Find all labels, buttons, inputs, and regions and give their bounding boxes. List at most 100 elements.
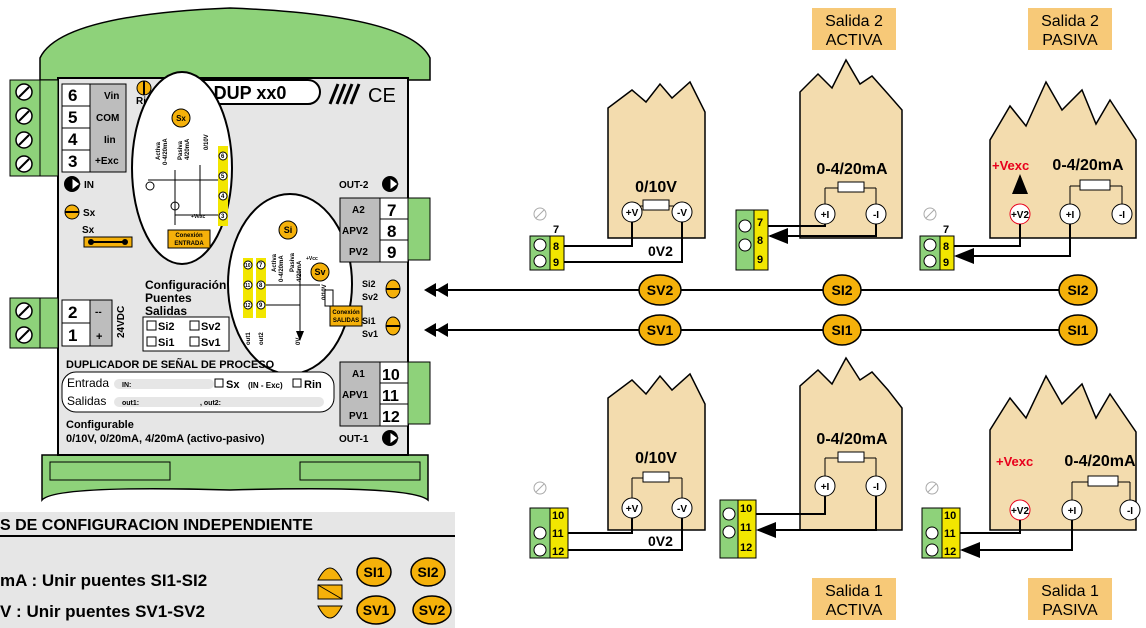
config-box-sv2: Sv2 [201,321,221,333]
entrada-label: Entrada [67,376,109,390]
field-terminal-block-bottom-2: 10 11 12 [719,499,757,559]
config-box-si2: Si2 [158,321,175,333]
input-vexc: +Vexc [191,214,206,220]
power-terminal-block [9,297,59,349]
field-terminal-block-top-3: 7 8 9 [919,207,955,271]
stripes-logo [328,83,361,105]
input-conn-line1: Conexión [175,233,203,239]
out2-terminal-7-num: 7 [387,201,396,220]
out1-terminal-block [407,361,431,425]
fbb3-10: 10 [944,510,956,522]
salidas-label: Salidas [67,394,106,408]
load-minus-i-bottom-passive: -I [1127,506,1133,517]
load-minus-i-top-passive: -I [1119,210,1125,221]
salidas-out1: out1: [122,400,139,407]
output-pin-7: 7 [259,263,263,269]
ftb3-9: 9 [943,257,949,269]
out2-terminals: A2 APV2 PV2 7 8 9 [339,197,409,263]
caption-s2p-line1: Salida 2 [1041,13,1099,30]
jumpers-out: Si2 Sv2 Si1 Sv1 [362,279,401,339]
input-pin-4: 4 [221,194,225,200]
ftb1-8: 8 [553,241,559,253]
wire-label-0v2-top: 0V2 [648,243,673,259]
caption-s1p-line2: PASIVA [1042,602,1098,619]
entrada-sx: Sx [226,379,240,391]
bus-badge-si2-center: SI2 [831,282,852,298]
bus-badge-si1-right: SI1 [1067,322,1088,338]
wiring-top [564,222,1071,264]
output-pin-8: 8 [259,283,263,289]
jumper-sv2-label: Sv2 [362,292,378,302]
load-minus-i-top-active: -I [873,210,879,221]
out1-terminal-12-label: PV1 [349,411,368,422]
output-0v: 0V [296,338,302,345]
ftb3-7: 7 [943,224,949,236]
config-title-3: Salidas [145,304,187,318]
out2-terminal-9-label: PV2 [349,247,368,258]
output-pasiva: Pasiva [290,252,296,272]
caption-salida2-activa: Salida 2 ACTIVA [812,8,896,50]
bus-badge-si1-center: SI1 [831,322,852,338]
power-terminal-2-num: 2 [68,303,77,322]
out1-terminals: A1 APV1 PV1 10 11 12 [339,361,409,427]
load-plus-v-top: +V [626,208,639,219]
output-out1: out1 [246,332,252,345]
out2-terminal-7-label: A2 [352,205,365,216]
out1-terminal-10-num: 10 [382,367,400,384]
caption-salida1-pasiva: Salida 1 PASIVA [1028,578,1112,620]
ftb3-8: 8 [943,241,949,253]
fbb1-12: 12 [552,546,564,558]
out2-terminal-8-label: APV2 [342,226,369,237]
in-connector: IN [64,176,94,192]
fbb1-11: 11 [552,528,564,540]
power-terminal-1-label: + [96,331,102,343]
in-terminal-3-num: 3 [68,152,77,171]
fbb3-12: 12 [944,546,956,558]
in-terminal-5-label: COM [96,113,119,124]
input-pin-5: 5 [221,174,225,180]
field-terminal-block-top-2: 7 8 9 [735,209,769,271]
out1-connector: OUT-1 [339,430,399,446]
entrada-in-exc: (IN - Exc) [248,381,283,390]
load-current-passive-out2: +Vexc 0-4/20mA +V2 +I -I [989,80,1137,239]
load-minus-v-bottom: -V [677,504,687,515]
out1-terminal-11-num: 11 [382,388,399,405]
ftb2-8: 8 [757,235,763,247]
load-v2-top: +V2 [1011,210,1030,221]
caption-s2p-line2: PASIVA [1042,32,1098,49]
load-ma-label-top-passive: 0-4/20mA [1052,157,1124,174]
input-activa: Activa [156,141,162,160]
wire-label-0v2-bottom: 0V2 [648,533,673,549]
out2-terminal-9-num: 9 [387,243,396,262]
load-plus-i-bottom-active: +I [821,482,830,493]
load-current-active-out2: 0-4/20mA +I -I [799,58,903,239]
bus-lines [432,289,1080,331]
input-activa-range: 0-4/20mA [163,138,169,165]
sx-label: Sx [83,208,96,219]
load-ma-label-bottom-active: 0-4/20mA [816,431,888,448]
input-badge-sx: Sx [176,114,186,123]
config-title-2: Puentes [145,291,192,305]
in-terminal-5-num: 5 [68,108,77,127]
load-v-label-top: 0/10V [635,179,677,196]
load-plus-v-bottom: +V [626,504,639,515]
rin-jumper: Rin [136,80,152,107]
output-conn-line1: Conexión [332,310,360,316]
sx-jumper: Sx Sx [64,204,133,248]
in-terminal-3-label: +Exc [95,156,119,167]
power-terminal-2-label: -- [95,307,102,318]
caption-s1a-line2: ACTIVA [826,602,883,619]
config-jumpers-panel: Configuración Puentes Salidas Si2 Sv2 Si… [142,278,230,352]
ftb2-7: 7 [757,217,763,229]
load-v2-bottom: +V2 [1011,506,1030,517]
config-title-1: Configuración [145,278,226,292]
bus-badge-si2-right: SI2 [1067,282,1088,298]
input-010v: 0/10V [204,134,210,150]
configurable-text: 0/10V, 0/20mA, 4/20mA (activo-pasivo) [66,433,265,445]
output-out2: out2 [259,332,265,345]
badge-sv2-legend: SV2 [419,602,446,618]
power-terminals: 2 1 -- + 24VDC [61,299,127,347]
load-plus-i-top-active: +I [821,210,830,221]
ftb1-9: 9 [553,257,559,269]
caption-s1a-line1: Salida 1 [825,583,883,600]
